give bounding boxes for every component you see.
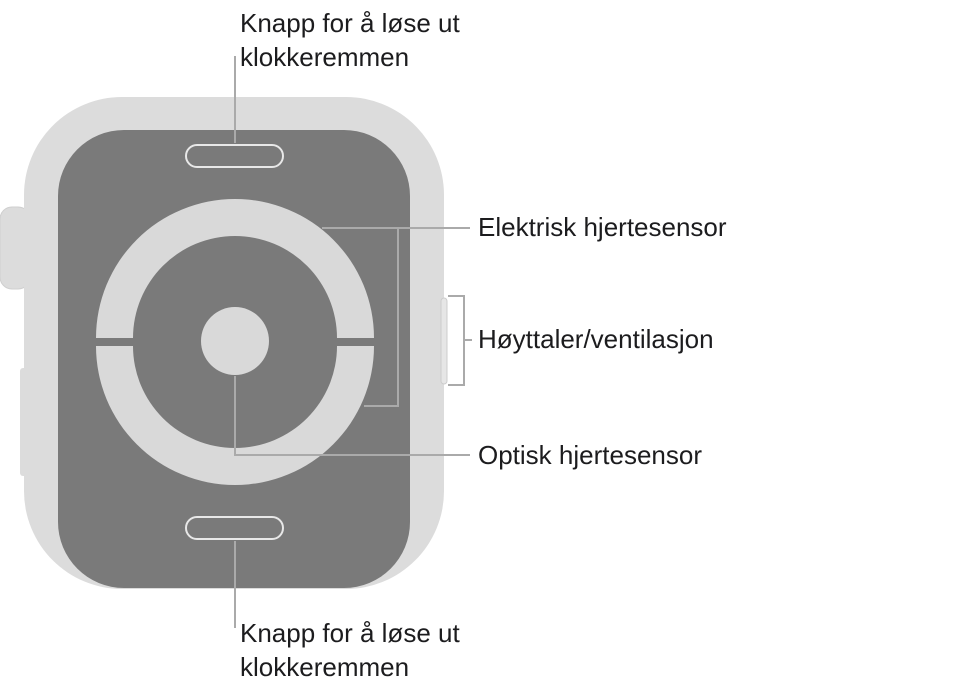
band-release-button-top (185, 144, 284, 168)
electrical-sensor-ring-top (96, 199, 374, 338)
callout-band-release-top: Knapp for å løse ut klokkeremmen (240, 6, 460, 74)
callout-band-release-bottom-line2: klokkeremmen (240, 652, 410, 682)
speaker-vent-slot (440, 297, 448, 385)
callout-band-release-top-line1: Knapp for å løse ut (240, 8, 460, 38)
callout-band-release-bottom: Knapp for å løse ut klokkeremmen (240, 616, 460, 684)
band-release-button-bottom (185, 516, 284, 540)
callout-electrical-heart-sensor: Elektrisk hjertesensor (478, 212, 727, 242)
electrical-sensor-ring-bottom (96, 346, 374, 485)
callout-speaker-vent: Høyttaler/ventilasjon (478, 324, 714, 354)
callout-optical-heart-sensor: Optisk hjertesensor (478, 440, 702, 470)
leader-line-electrical-sensor-bracket (364, 228, 399, 407)
leader-line-optical-sensor (234, 376, 470, 456)
leader-line-speaker-vent-bracket (448, 295, 465, 386)
optical-sensor (201, 307, 269, 375)
callout-band-release-bottom-line1: Knapp for å løse ut (240, 618, 460, 648)
callout-band-release-top-line2: klokkeremmen (240, 42, 410, 72)
